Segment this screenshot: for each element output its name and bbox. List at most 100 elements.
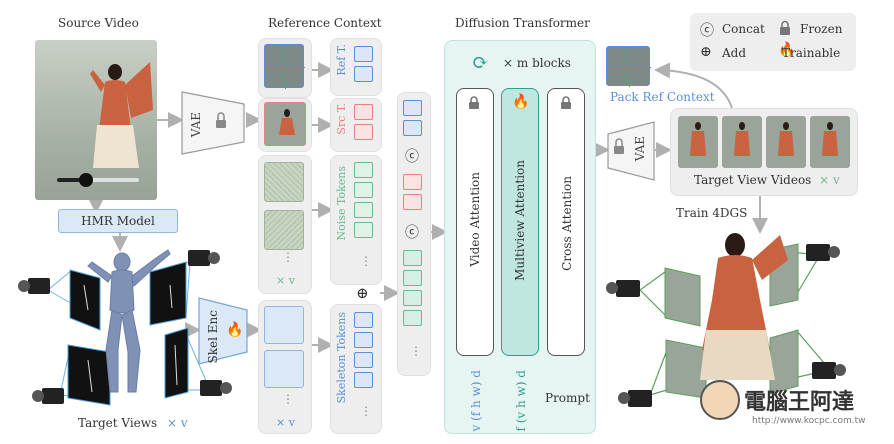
ref-token-1 (354, 46, 373, 62)
target-views-label: Target Views × v (78, 416, 188, 430)
hmr-model-box[interactable]: HMR Model (58, 209, 178, 233)
vae-right[interactable]: VAE (606, 120, 656, 182)
video-attention-block[interactable] (456, 88, 494, 356)
noise-tokens-label: Noise Tokens (335, 166, 348, 241)
skeleton-ellipsis: ⋮ (282, 392, 294, 406)
target-view-video-3[interactable] (766, 116, 806, 168)
vae-right-label: VAE (633, 136, 647, 162)
lock-icon (614, 142, 624, 154)
dit-title: Diffusion Transformer (455, 16, 590, 30)
skeleton-mult: × v (276, 416, 295, 429)
skeleton-token-ellipsis: ⋮ (360, 404, 372, 418)
concat-src-token-2 (403, 194, 422, 210)
multiview-attention-label: Multiview Attention (513, 160, 527, 281)
concat-mix-token-1 (403, 250, 422, 266)
pack-ref-thumbnail[interactable] (606, 46, 651, 87)
concat-ref-token-1 (403, 100, 422, 116)
noise-mult: × v (276, 274, 295, 287)
skeleton-token-3 (354, 352, 373, 368)
noise-token-ellipsis: ⋮ (360, 254, 372, 268)
multiview-attention-block[interactable] (501, 88, 539, 356)
legend-concat-icon: ⓒ (700, 23, 714, 39)
pack-ref-label: Pack Ref Context (610, 90, 715, 104)
source-video-frame[interactable] (35, 40, 157, 200)
concat-op-2: ⓒ (405, 225, 419, 241)
noise-token-4 (354, 222, 373, 238)
source-video-title: Source Video (58, 16, 139, 30)
train-4dgs-figure (606, 233, 846, 407)
target-views-figure (18, 249, 232, 406)
legend-trainable: Trainable (782, 46, 841, 60)
src-thumbnail[interactable] (264, 102, 306, 146)
target-views-text: Target Views (78, 416, 158, 430)
noise-token-panel (330, 155, 382, 285)
concat-ref-token-2 (403, 120, 422, 136)
ref-thumbnail[interactable] (264, 44, 305, 89)
dancer-image (90, 62, 153, 168)
cross-attention-label: Cross Attention (560, 176, 574, 271)
noise-thumbnail-1[interactable] (264, 162, 304, 202)
refresh-cycle-icon: ⟳ (472, 50, 489, 74)
lock-icon (559, 95, 573, 109)
vae-left-label: VAE (189, 112, 203, 138)
lock-icon (467, 95, 481, 109)
concat-mix-token-4 (403, 310, 422, 326)
skeleton-token-1 (354, 312, 373, 328)
skel-enc-label: Skel Enc (206, 310, 220, 364)
noise-thumbnail-2[interactable] (264, 210, 304, 250)
cross-attention-block[interactable] (547, 88, 585, 356)
legend-box (690, 13, 856, 71)
vae-left-shape (181, 91, 245, 155)
src-token-1 (354, 104, 373, 120)
ref-token-2 (354, 66, 373, 82)
target-view-video-4[interactable] (810, 116, 850, 168)
vae-right-shape (607, 121, 655, 181)
dit-blocks: × m blocks (503, 56, 571, 70)
lock-icon (216, 116, 226, 128)
target-view-videos-text: Target View Videos (694, 173, 812, 187)
skeleton-thumbnail-1[interactable] (264, 306, 304, 344)
noise-ellipsis: ⋮ (282, 250, 294, 264)
concat-mix-token-2 (403, 270, 422, 286)
flame-icon: 🔥 (512, 94, 530, 110)
noise-token-3 (354, 202, 373, 218)
lock-icon (778, 20, 792, 36)
target-view-video-1[interactable] (678, 116, 718, 168)
concat-mix-token-3 (403, 290, 422, 306)
ref-t-label: Ref T. (335, 44, 348, 76)
train-4dgs-label: Train 4DGS (676, 206, 748, 220)
target-view-videos-mult: × v (819, 173, 840, 187)
multiview-attn-dims: f (v h w) d (514, 370, 528, 432)
legend-add-icon: ⊕ (700, 44, 712, 60)
hmr-model-label: HMR Model (81, 214, 155, 228)
legend-add: Add (722, 46, 747, 60)
noise-token-1 (354, 162, 373, 178)
reference-context-title: Reference Context (268, 16, 382, 30)
noise-token-2 (354, 182, 373, 198)
watermark-url: http://www.kocpc.com.tw (752, 416, 866, 426)
skel-enc[interactable]: Skel Enc 🔥 (197, 296, 249, 366)
vae-left[interactable]: VAE (180, 90, 246, 156)
legend-frozen: Frozen (800, 22, 843, 36)
skeleton-token-2 (354, 332, 373, 348)
skel-enc-shape (198, 297, 248, 365)
concat-src-token-1 (403, 174, 422, 190)
video-attention-label: Video Attention (468, 172, 482, 267)
video-scrubber-track[interactable] (57, 178, 139, 182)
video-attn-dims: v (f h w) d (469, 370, 483, 432)
target-view-video-2[interactable] (722, 116, 762, 168)
skeleton-tokens-label: Skeleton Tokens (335, 312, 348, 404)
concat-op-1: ⓒ (405, 149, 419, 165)
video-scrubber-progress (57, 178, 85, 182)
skeleton-thumbnail-2[interactable] (264, 350, 304, 388)
watermark-main: 電腦王阿達 (744, 390, 855, 415)
target-views-mult: × v (167, 416, 188, 430)
video-scrubber-handle[interactable] (79, 173, 93, 187)
legend-concat: Concat (722, 22, 765, 36)
src-token-2 (354, 124, 373, 140)
add-op: ⊕ (356, 284, 369, 302)
concat-ellipsis: ⋮ (410, 344, 422, 358)
watermark-logo (700, 380, 740, 420)
src-thumbnail-figure (279, 109, 295, 135)
